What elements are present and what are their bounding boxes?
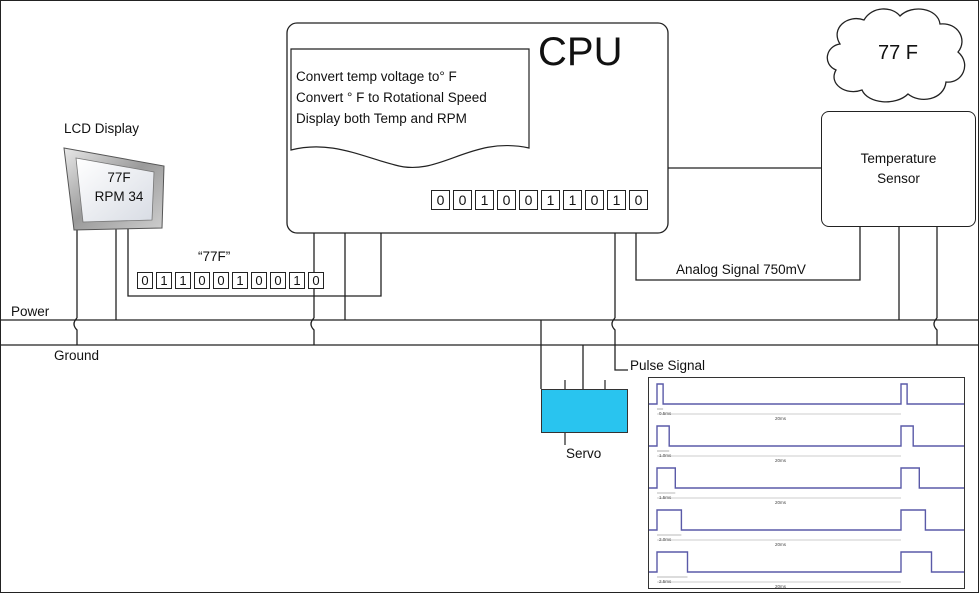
bit-cell: 0 xyxy=(213,272,229,289)
bit-cell: 1 xyxy=(156,272,172,289)
pulse-width-label: 1.0ms xyxy=(659,453,672,458)
bit-cell: 1 xyxy=(289,272,305,289)
ground-label: Ground xyxy=(54,348,100,363)
temperature-sensor-box: Temperature Sensor xyxy=(821,111,976,227)
bit-cell: 1 xyxy=(232,272,248,289)
document-shape xyxy=(290,48,530,169)
bit-cell: 0 xyxy=(251,272,267,289)
period-label: 20ms xyxy=(775,584,787,589)
cpu-title: CPU xyxy=(538,30,623,74)
bit-cell: 1 xyxy=(607,190,626,210)
cpu-step-1: Convert temp voltage to° F xyxy=(296,69,457,84)
bit-cell: 0 xyxy=(308,272,324,289)
lcd-bits: 0 1 1 0 0 1 0 0 1 0 xyxy=(137,272,324,289)
bit-cell: 0 xyxy=(519,190,538,210)
analog-signal-label: Analog Signal 750mV xyxy=(676,262,806,277)
bit-cell: 0 xyxy=(431,190,450,210)
pulse-signal-panel: 0.5ms 20ms 1.0ms 20ms 1.5ms 20ms 2.0ms 20ms 2.5m… xyxy=(648,377,965,589)
bit-cell: 0 xyxy=(137,272,153,289)
temperature-sensor-label: Temperature Sensor xyxy=(860,151,937,186)
servo-label: Servo xyxy=(566,446,602,461)
pulse-waveform xyxy=(649,383,964,405)
pulse-width-label: 0.5ms xyxy=(659,411,672,416)
lcd-screen-text: 77F RPM 34 xyxy=(84,168,154,206)
period-label: 20ms xyxy=(775,416,787,421)
pulse-width-label: 2.5ms xyxy=(659,579,672,584)
period-label: 20ms xyxy=(775,500,787,505)
bit-cell: 1 xyxy=(563,190,582,210)
bit-cell: 0 xyxy=(270,272,286,289)
bit-cell: 0 xyxy=(194,272,210,289)
cpu-output-bits: 0 0 1 0 0 1 1 0 1 0 xyxy=(431,190,648,210)
cpu-step-2: Convert ° F to Rotational Speed xyxy=(296,90,487,105)
bit-cell: 1 xyxy=(175,272,191,289)
lcd-line-1: 77F xyxy=(107,170,131,185)
pulse-waveform xyxy=(649,509,964,531)
pulse-signal-label: Pulse Signal xyxy=(630,358,706,373)
pulse-waveform xyxy=(649,467,964,489)
period-label: 20ms xyxy=(775,458,787,463)
pulse-waveforms: 0.5ms 20ms 1.0ms 20ms 1.5ms 20ms 2.0ms 20ms 2.5m… xyxy=(649,383,964,589)
bit-cell: 1 xyxy=(475,190,494,210)
power-label: Power xyxy=(11,304,50,319)
pulse-width-label: 1.5ms xyxy=(659,495,672,500)
cloud-temperature: 77 F xyxy=(878,42,919,64)
servo-box xyxy=(541,389,628,433)
lcd-label: LCD Display xyxy=(64,121,140,136)
pulse-waveform xyxy=(649,551,964,573)
bit-cell: 0 xyxy=(497,190,516,210)
cloud-shape xyxy=(826,8,966,103)
pulse-waveform xyxy=(649,425,964,447)
pulse-width-label: 2.0ms xyxy=(659,537,672,542)
lcd-string-label: “77F” xyxy=(198,249,231,264)
period-label: 20ms xyxy=(775,542,787,547)
cpu-steps: Convert temp voltage to° F Convert ° F t… xyxy=(296,66,487,129)
cpu-step-3: Display both Temp and RPM xyxy=(296,111,467,126)
lcd-line-2: RPM 34 xyxy=(94,189,144,204)
bit-cell: 0 xyxy=(629,190,648,210)
bit-cell: 1 xyxy=(541,190,560,210)
bit-cell: 0 xyxy=(585,190,604,210)
lcd-screen xyxy=(75,157,155,223)
bit-cell: 0 xyxy=(453,190,472,210)
